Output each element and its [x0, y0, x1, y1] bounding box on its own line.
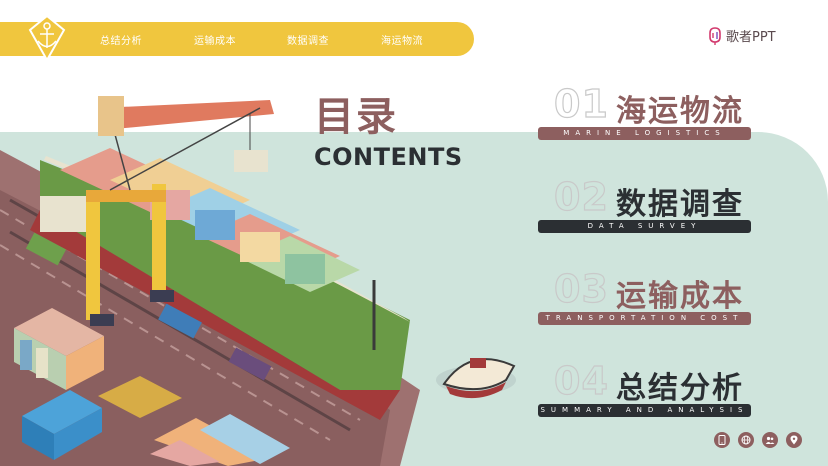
toc-subtitle-1: MARINE LOGISTICS	[538, 127, 751, 140]
port-illustration	[0, 96, 516, 466]
toc-number-4: 04	[553, 358, 609, 403]
nav-item-summary[interactable]: 总结分析	[100, 36, 142, 47]
top-nav-bar	[0, 22, 474, 56]
microphone-icon	[709, 26, 721, 45]
toc-subtitle-4: SUMMARY AND ANALYSIS	[538, 404, 751, 417]
toc-title-1[interactable]: 海运物流	[616, 94, 744, 129]
toc-subtitle-3: TRANSPORTATION COST	[538, 312, 751, 325]
users-icon[interactable]	[762, 432, 778, 448]
anchor-logo-icon	[28, 14, 66, 62]
nav-item-survey[interactable]: 数据调查	[287, 36, 329, 47]
brand-name: 歌者PPT	[726, 30, 776, 45]
page-title: 目录	[314, 94, 398, 140]
toc-number-1: 01	[553, 81, 609, 126]
brand-logo: 歌者PPT	[708, 26, 776, 45]
nav-item-cost[interactable]: 运输成本	[194, 36, 236, 47]
page-subtitle: CONTENTS	[314, 143, 463, 171]
toc-number-3: 03	[553, 266, 609, 311]
nav-item-logistics[interactable]: 海运物流	[381, 36, 423, 47]
toc-subtitle-2: DATA SURVEY	[538, 220, 751, 233]
phone-icon[interactable]	[714, 432, 730, 448]
toc-title-3[interactable]: 运输成本	[616, 279, 744, 314]
toc-title-4[interactable]: 总结分析	[616, 371, 744, 406]
location-icon[interactable]	[786, 432, 802, 448]
toc-number-2: 02	[553, 174, 609, 219]
footer-icons	[714, 432, 802, 448]
toc-title-2[interactable]: 数据调查	[616, 187, 744, 222]
globe-icon[interactable]	[738, 432, 754, 448]
